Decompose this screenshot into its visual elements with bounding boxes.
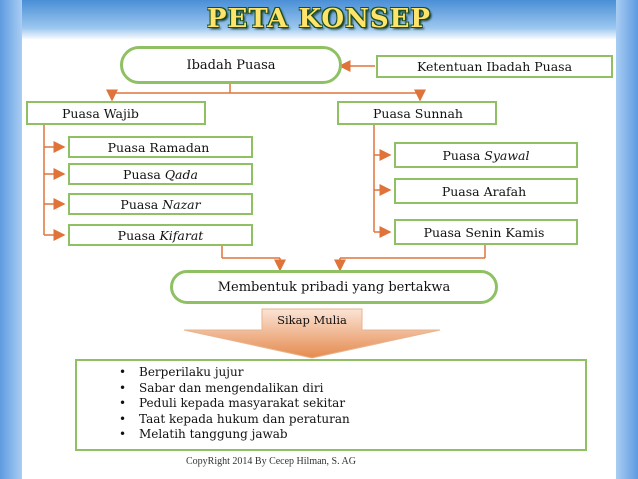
page-title: PETA KONSEP — [207, 4, 431, 34]
list-item: •Sabar dan mengendalikan diri — [119, 380, 324, 395]
list-item: •Peduli kepada masyarakat sekitar — [119, 396, 346, 410]
node-result: Membentuk pribadi yang bertakwa — [170, 270, 498, 304]
copyright: CopyRight 2014 By Cecep Hilman, S. AG — [186, 456, 356, 467]
sikap-mulia-label: Sikap Mulia — [277, 313, 347, 327]
node-puasa-sunnah: Puasa Sunnah — [337, 101, 497, 125]
node-ketentuan-label: Ketentuan Ibadah Puasa — [416, 59, 573, 74]
list-item: •Taat kepada hukum dan peraturan — [119, 411, 350, 426]
node-puasa-wajib: Puasa Wajib — [26, 101, 206, 125]
sikap-mulia-arrow — [183, 308, 441, 359]
node-wajib-1: Puasa Ramadan — [68, 136, 253, 158]
list-item: •Berperilaku jujur — [119, 365, 244, 379]
node-sunnah-2: Puasa Arafah — [394, 178, 578, 204]
attitude-list: •Berperilaku jujur •Sabar dan mengendali… — [75, 359, 587, 451]
node-ibadah-puasa: Ibadah Puasa — [120, 46, 342, 84]
list-item: •Melatih tanggung jawab — [119, 427, 288, 441]
node-sunnah-3: Puasa Senin Kamis — [394, 219, 578, 245]
node-ketentuan: Ketentuan Ibadah Puasa — [376, 55, 613, 78]
right-frame — [616, 0, 638, 479]
left-frame — [0, 0, 22, 479]
node-puasa-wajib-label: Puasa Wajib — [62, 105, 139, 121]
header-band — [0, 0, 638, 40]
node-puasa-sunnah-label: Puasa Sunnah — [373, 105, 463, 121]
node-ibadah-puasa-label: Ibadah Puasa — [186, 57, 276, 73]
node-result-label: Membentuk pribadi yang bertakwa — [217, 279, 451, 295]
